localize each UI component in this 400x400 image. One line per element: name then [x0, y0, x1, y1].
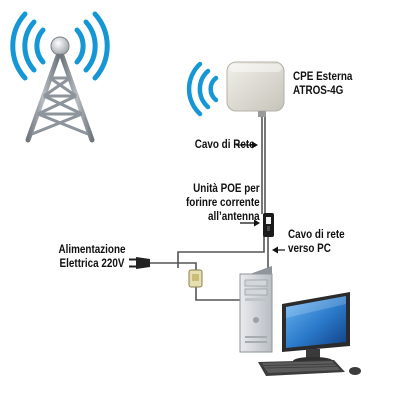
cpe-label: CPE Esterna ATROS-4G — [293, 70, 352, 98]
poe-label-line3: all’antenna — [208, 211, 260, 223]
pc-cable-label-line2: verso PC — [288, 243, 331, 255]
cable-label-text: Cavo di Rete — [195, 139, 255, 151]
cell-tower-icon — [10, 11, 110, 143]
cable-label: Cavo di Rete — [195, 138, 255, 152]
poe-label-line1: Unità POE per — [193, 183, 260, 195]
power-label: Alimentazione Elettrica 220V — [47, 243, 136, 271]
cpe-label-line2: ATROS-4G — [293, 85, 344, 97]
power-label-line2: Elettrica 220V — [59, 258, 125, 270]
cpe-label-line1: CPE Esterna — [293, 71, 353, 83]
poe-label-line2: forinre corrente — [186, 197, 260, 209]
power-adapter-icon — [188, 269, 203, 288]
pc-cable-label: Cavo di rete verso PC — [288, 228, 345, 256]
desktop-computer-icon — [239, 266, 361, 376]
power-label-line1: Alimentazione — [58, 244, 126, 256]
network-cables — [150, 117, 269, 301]
poe-injector-icon — [263, 213, 274, 237]
power-plug-icon — [129, 257, 150, 269]
outdoor-antenna-icon — [186, 61, 285, 117]
poe-label: Unità POE per forinre corrente all’anten… — [186, 182, 260, 224]
pc-cable-label-line1: Cavo di rete — [288, 229, 345, 241]
